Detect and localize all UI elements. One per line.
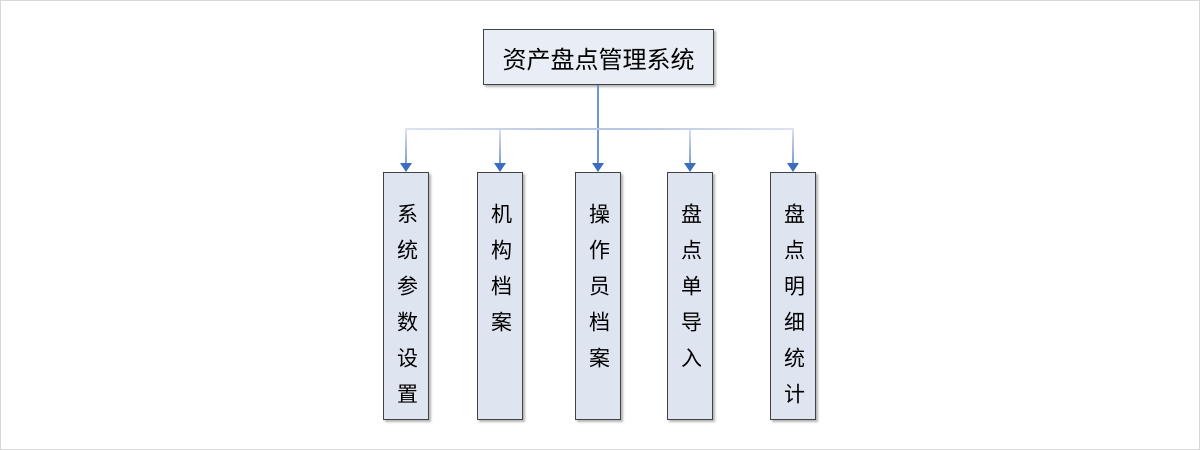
diagram-node-root: 资产盘点管理系统 bbox=[483, 29, 714, 85]
node-label: 系统参数设置 bbox=[394, 203, 419, 419]
connector-drop-line bbox=[689, 130, 691, 163]
diagram-node-system-params: 系统参数设置 bbox=[383, 172, 429, 420]
arrow-down-icon bbox=[684, 163, 696, 172]
node-label: 盘点明细统计 bbox=[781, 203, 806, 419]
arrow-down-icon bbox=[400, 163, 412, 172]
node-label: 盘点单导入 bbox=[678, 203, 703, 383]
arrow-down-icon bbox=[494, 163, 506, 172]
node-label: 机构档案 bbox=[488, 203, 513, 347]
connector-drop-line bbox=[792, 130, 794, 163]
diagram-node-inventory-import: 盘点单导入 bbox=[667, 172, 713, 420]
diagram-node-org-archive: 机构档案 bbox=[477, 172, 523, 420]
node-label: 操作员档案 bbox=[586, 203, 611, 383]
arrow-down-icon bbox=[592, 163, 604, 172]
connector-horizontal-line bbox=[405, 128, 794, 130]
connector-drop-line bbox=[405, 130, 407, 163]
connector-drop-line bbox=[499, 130, 501, 163]
connector-trunk-line bbox=[597, 85, 599, 164]
diagram-node-inventory-detail-stats: 盘点明细统计 bbox=[770, 172, 816, 420]
arrow-down-icon bbox=[787, 163, 799, 172]
diagram-node-operator-archive: 操作员档案 bbox=[575, 172, 621, 420]
